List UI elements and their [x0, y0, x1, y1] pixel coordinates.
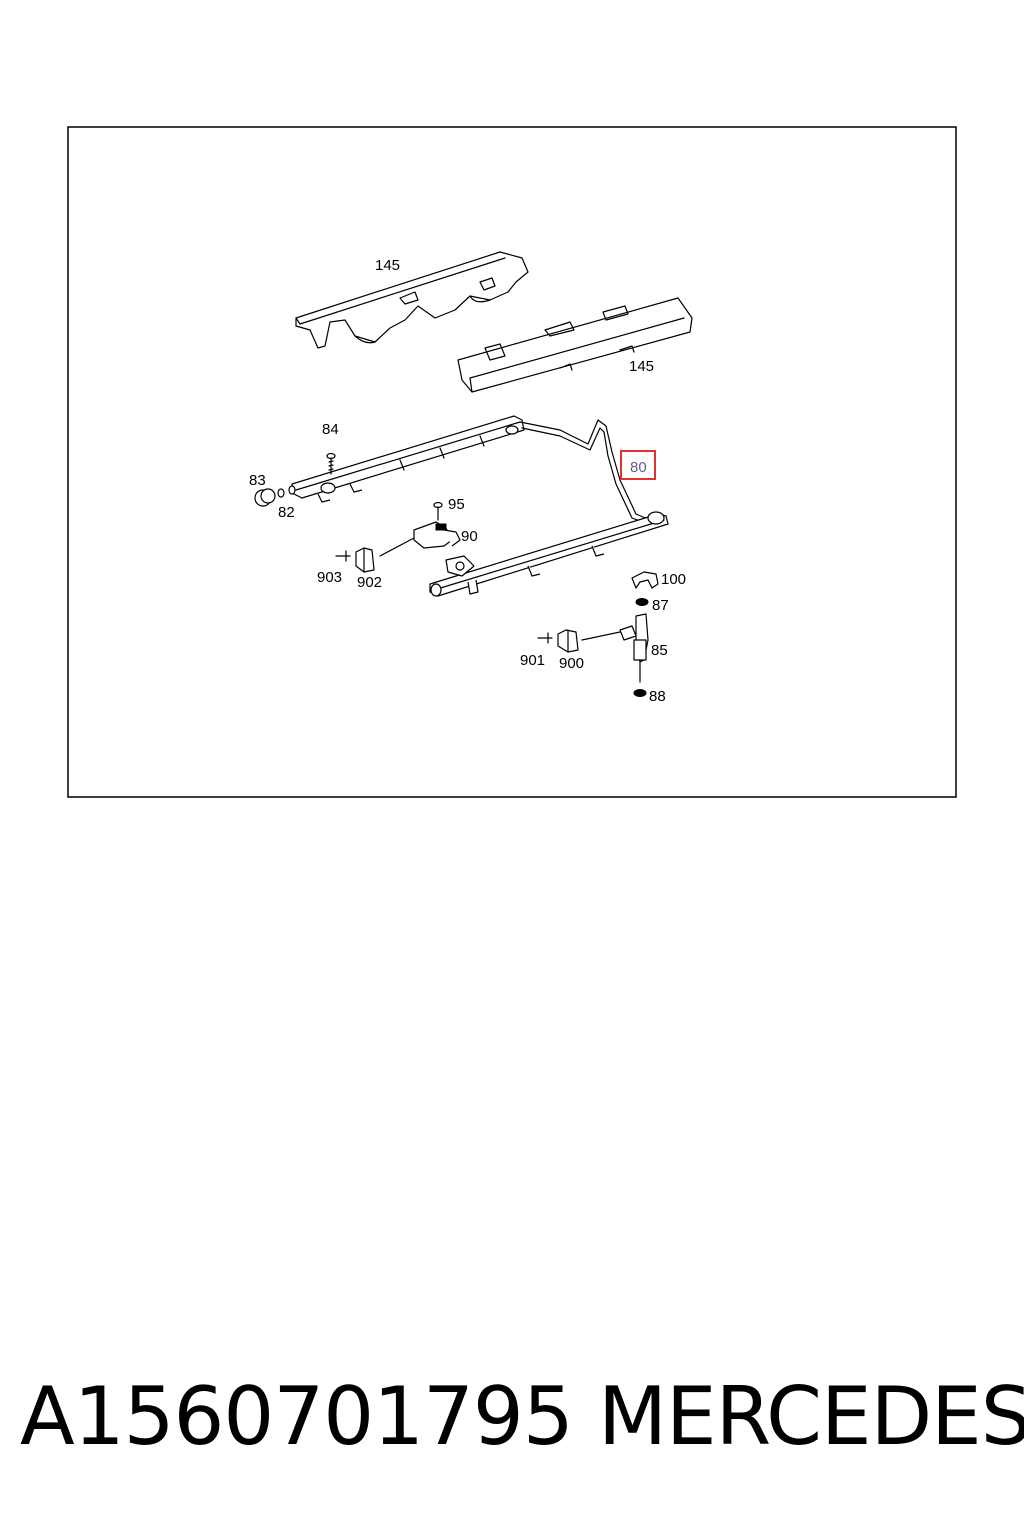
o-ring-87[interactable]: [635, 598, 649, 606]
label-900: 900: [559, 655, 584, 672]
seal-82[interactable]: [277, 485, 296, 498]
label-145-left: 145: [375, 257, 400, 274]
fuel-rail-upper[interactable]: [291, 415, 525, 503]
o-ring-88[interactable]: [633, 689, 647, 697]
engine-cover-left[interactable]: [295, 251, 529, 349]
label-100: 100: [661, 571, 686, 588]
label-90: 90: [461, 528, 478, 545]
label-84: 84: [322, 421, 339, 438]
label-88: 88: [649, 688, 666, 705]
label-903: 903: [317, 569, 342, 586]
connector-900[interactable]: [537, 629, 579, 653]
label-83: 83: [249, 472, 266, 489]
parts-diagram: 145 145 84 83 82 80 95 90 903 902 100 87…: [67, 126, 957, 798]
highlight-box-80: [620, 450, 656, 480]
footer: A1560701795 MERCEDES: [0, 1370, 1024, 1470]
injector-85[interactable]: [581, 613, 649, 683]
label-82: 82: [278, 504, 295, 521]
pressure-sensor[interactable]: [379, 521, 475, 577]
label-85: 85: [651, 642, 668, 659]
label-145-right: 145: [629, 358, 654, 375]
label-901: 901: [520, 652, 545, 669]
label-95: 95: [448, 496, 465, 513]
brand-name: MERCEDES: [598, 1370, 1024, 1463]
label-87: 87: [652, 597, 669, 614]
connector-902[interactable]: [335, 547, 375, 573]
bolt-84[interactable]: [326, 452, 336, 475]
bolt-95[interactable]: [433, 501, 443, 521]
fuel-pipe[interactable]: [519, 419, 651, 525]
fuel-rail-lower[interactable]: [429, 511, 669, 597]
part-number: A1560701795: [20, 1370, 574, 1463]
label-80: 80: [630, 459, 647, 476]
diagram-frame: [67, 126, 957, 798]
label-902: 902: [357, 574, 382, 591]
clip-100[interactable]: [631, 571, 659, 589]
engine-cover-right[interactable]: [457, 297, 693, 393]
plug-83[interactable]: [254, 488, 276, 507]
